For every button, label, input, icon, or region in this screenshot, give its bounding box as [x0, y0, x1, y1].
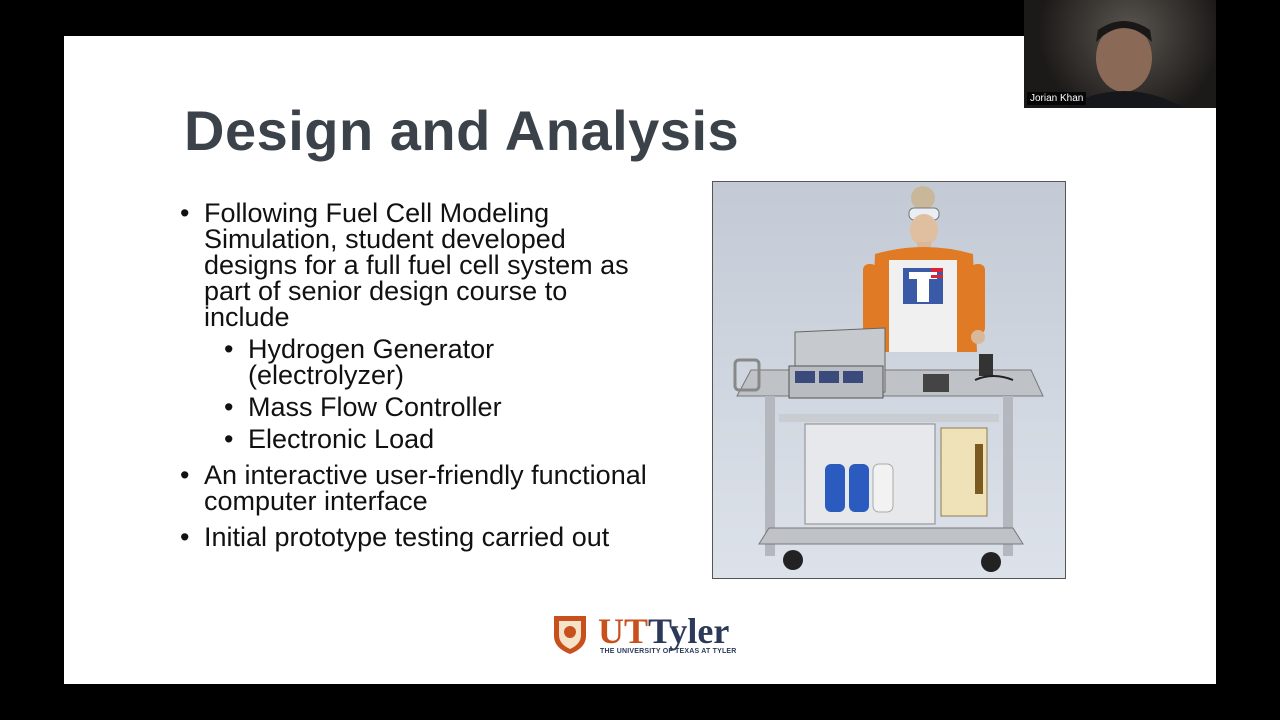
webcam-video-tile[interactable]: Jorian Khan — [1024, 0, 1216, 108]
sub-bullet-item: Electronic Load — [224, 426, 650, 453]
participant-name-label: Jorian Khan — [1027, 92, 1087, 105]
logo-subtitle: THE UNIVERSITY OF TEXAS AT TYLER — [600, 648, 737, 655]
person-avatar-icon — [1064, 21, 1184, 108]
bullet-list: Following Fuel Cell Modeling Simulation,… — [180, 200, 650, 556]
fuel-cell-cart-render-icon — [733, 186, 1044, 572]
sub-bullet-item: Mass Flow Controller — [224, 394, 650, 421]
ut-tyler-logo: UTTyler THE UNIVERSITY OF TEXAS AT TYLER — [550, 608, 750, 660]
logo-tyler: Tyler — [648, 611, 730, 651]
logo-wordmark: UTTyler — [598, 610, 729, 652]
fuel-cell-cart-render — [712, 181, 1066, 579]
logo-ut: UT — [598, 611, 649, 651]
bullet-item: An interactive user-friendly functional … — [180, 462, 650, 515]
bullet-item: Initial prototype testing carried out — [180, 524, 650, 551]
presentation-slide: Design and Analysis Following Fuel Cell … — [64, 36, 1216, 684]
shield-icon — [554, 616, 586, 654]
bullet-item: Following Fuel Cell Modeling Simulation,… — [180, 200, 650, 331]
slide-title: Design and Analysis — [184, 99, 740, 162]
sub-bullet-item: Hydrogen Generator (electrolyzer) — [224, 336, 650, 389]
